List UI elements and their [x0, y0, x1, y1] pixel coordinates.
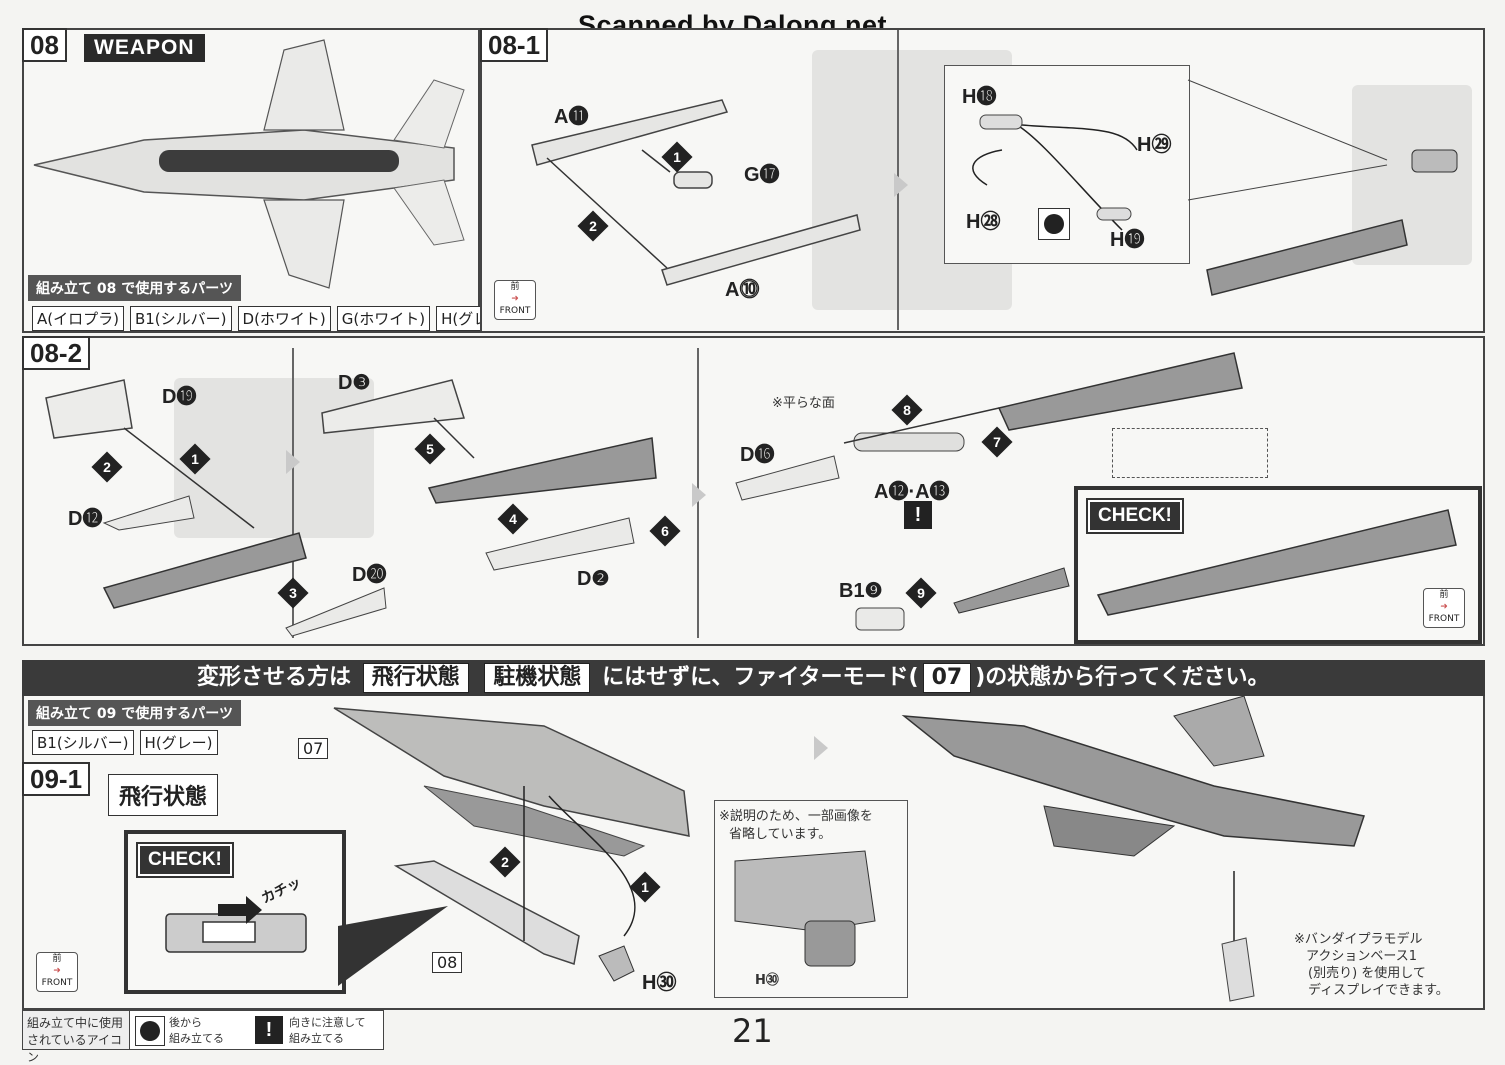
part-detail-dashed-box [1112, 428, 1268, 478]
banner-text-3: )の状態から行ってください。 [975, 665, 1270, 690]
weapon-body-assembly [45, 352, 1243, 637]
section-title-weapon: WEAPON [84, 34, 205, 62]
check-illustration [1096, 509, 1457, 616]
step-number: 4 [497, 503, 529, 535]
transformation-banner: 変形させる方は 飛行状態 駐機状態 にはせずに、ファイターモード(07)の状態か… [22, 660, 1485, 696]
label-h28: H㉘ [966, 211, 1001, 233]
label-b19: B1❾ [839, 580, 883, 602]
part-chip: D(ホワイト) [237, 306, 331, 331]
part-chip: H(グレー) [139, 730, 218, 755]
label-d2: D❷ [577, 568, 610, 590]
callout-lines [972, 79, 1458, 296]
label-h19: H⓳ [1110, 229, 1145, 251]
label-d12: D⓬ [68, 508, 103, 530]
label-a12-a13: A⓬·A⓭ [874, 481, 950, 503]
legend-icon2-line1: 向きに注意して [289, 1016, 366, 1029]
panel-08-2: 08-2 D⓳ D⓬ D⓴ D❸ D❷ D⓰ A⓬·A⓭ B1❾ ※平らな面 !… [22, 336, 1485, 646]
check-badge: CHECK! [1086, 498, 1184, 534]
assemble-later-icon [1038, 208, 1070, 240]
label-h30-small: H㉚ [755, 973, 779, 988]
front-indicator-icon: 前➜FRONT [494, 280, 536, 320]
stand-note-line3: (別売り) を使用して [1308, 966, 1426, 981]
panel-08: 08 WEAPON 組み立て 08 で使用するパーツ A(イロプラ)B1(シルバ… [22, 28, 515, 333]
fighter-side-illustration [333, 695, 1365, 1002]
flow-arrow-icon [692, 483, 706, 507]
banner-box-parked-mode: 駐機状態 [484, 663, 591, 693]
legend-icon1-line1: 後から [169, 1016, 202, 1029]
step-number: 2 [91, 451, 123, 483]
check-box-08-2: CHECK! 前➜FRONT [1074, 486, 1482, 644]
step-number: 8 [891, 394, 923, 426]
legend-title-line2: されているアイコン [27, 1033, 123, 1064]
label-d20: D⓴ [352, 564, 387, 586]
ref-07: 07 [298, 738, 329, 759]
banner-text-1: 変形させる方は [197, 665, 352, 690]
flat-face-note: ※平らな面 [772, 396, 835, 411]
label-h29: H㉙ [1137, 134, 1172, 156]
ref-08: 08 [432, 952, 463, 973]
front-indicator-icon: 前➜FRONT [1423, 588, 1465, 628]
step-number: 5 [414, 433, 446, 465]
stand-note-line1: ※バンダイプラモデル [1294, 932, 1423, 947]
banner-box-07: 07 [922, 663, 972, 693]
step-number: 6 [649, 515, 681, 547]
parts-header-08: 組み立て 08 で使用するパーツ [28, 275, 241, 301]
flow-arrow-icon [814, 736, 828, 760]
label-d16: D⓰ [740, 444, 775, 466]
check-box-09-1: CHECK! カチッ [124, 830, 346, 994]
step-number: 2 [489, 846, 521, 878]
click-fit-illustration [165, 896, 307, 953]
stand-note-line2: アクションベース1 [1306, 949, 1417, 964]
step-number: 7 [981, 426, 1013, 458]
step-label-08-2: 08-2 [22, 336, 91, 370]
part-chip: B1(シルバー) [129, 306, 232, 331]
stand-note-line4: ディスプレイできます。 [1308, 983, 1449, 998]
step-label-08-1: 08-1 [480, 28, 549, 62]
icon-legend: 組み立て中に使用 されているアイコン 後から 組み立てる ! 向きに注意して 組… [22, 1010, 384, 1064]
fighter-topview-illustration [33, 39, 465, 289]
parts-list-09: B1(シルバー)H(グレー) [32, 730, 224, 755]
parts-list-08: A(イロプラ)B1(シルバー)D(ホワイト)G(ホワイト)H(グレー) [32, 306, 520, 331]
flow-arrow-icon [894, 173, 908, 197]
step-number: 1 [629, 871, 661, 903]
omit-note-callout: ※説明のため、一部画像を 省略しています。 H㉚ [714, 800, 908, 998]
step-label-08: 08 [22, 28, 67, 62]
panel-08-1: 08-1 A⓫ G⓱ A⓾ 1 2 前➜FRONT H⓲ H㉙ H㉘ H⓳ [480, 28, 1485, 333]
legend-icon1-line2: 組み立てる [169, 1032, 224, 1045]
step-label-09-1: 09-1 [22, 762, 91, 796]
omit-note-line1: ※説明のため、一部画像を [719, 809, 873, 824]
label-d3: D❸ [338, 372, 371, 394]
parts-header-09: 組み立て 09 で使用するパーツ [28, 700, 241, 726]
flow-arrow-icon [286, 450, 300, 474]
label-a11: A⓫ [554, 106, 589, 128]
omit-note-line2: 省略しています。 [729, 827, 832, 842]
part-chip: A(イロプラ) [32, 306, 124, 331]
weapon-rail-assembly [531, 99, 861, 286]
orientation-warning-icon: ! [255, 1016, 283, 1044]
weapon-pod-highlight [159, 150, 399, 172]
part-chip: G(ホワイト) [336, 306, 431, 331]
banner-text-2: にはせずに、ファイターモード( [602, 665, 919, 690]
step-number: 1 [179, 443, 211, 475]
orientation-warning-icon: ! [904, 501, 932, 529]
label-a10: A⓾ [725, 279, 760, 301]
panel-09: 組み立て 09 で使用するパーツ B1(シルバー)H(グレー) 09-1 飛行状… [22, 695, 1485, 1010]
label-g17: G⓱ [744, 164, 780, 186]
omit-detail-illustration [734, 850, 876, 967]
state-label: 飛行状態 [108, 774, 219, 816]
label-h30: H㉚ [642, 972, 677, 994]
legend-icon2-line2: 組み立てる [289, 1032, 344, 1045]
check-badge: CHECK! [136, 842, 234, 878]
assemble-later-icon [135, 1016, 165, 1046]
front-indicator-icon: 前➜FRONT [36, 952, 78, 992]
banner-box-flight-mode: 飛行状態 [362, 663, 469, 693]
check-pointer [338, 906, 448, 986]
legend-title-line1: 組み立て中に使用 [27, 1016, 124, 1030]
label-d19: D⓳ [162, 386, 197, 408]
step-number: 9 [905, 577, 937, 609]
step-number: 3 [277, 577, 309, 609]
page-number: 21 [732, 1012, 773, 1050]
part-chip: B1(シルバー) [32, 730, 134, 755]
label-h18: H⓲ [962, 86, 997, 108]
